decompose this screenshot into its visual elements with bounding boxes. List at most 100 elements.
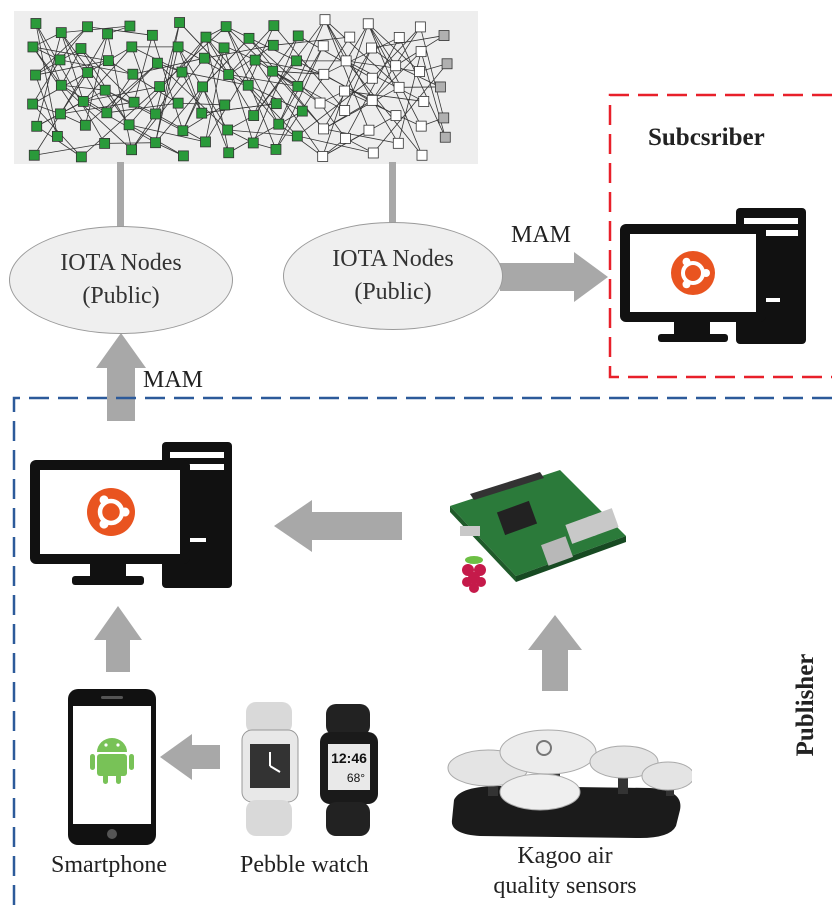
tangle-transaction bbox=[200, 31, 212, 43]
tangle-edge bbox=[371, 35, 445, 49]
tangle-edge bbox=[104, 142, 156, 144]
tangle-edge bbox=[278, 19, 326, 125]
tangle-edge bbox=[59, 59, 133, 75]
tangle-transaction bbox=[223, 69, 235, 80]
tangle-transaction bbox=[438, 30, 450, 41]
tangle-edge bbox=[106, 62, 158, 114]
tangle-transaction bbox=[79, 119, 91, 131]
tangle-edge bbox=[324, 19, 347, 62]
tangle-edge bbox=[60, 32, 130, 126]
tangle-edge bbox=[273, 25, 345, 111]
tangle-transaction bbox=[363, 124, 375, 136]
tangle-edge bbox=[108, 60, 179, 104]
tangle-transaction bbox=[27, 98, 39, 110]
kagoo-label-line2: quality sensors bbox=[493, 873, 637, 899]
tangle-edge bbox=[253, 71, 274, 116]
tangle-edge bbox=[419, 26, 445, 119]
tangle-transaction bbox=[52, 131, 63, 142]
tangle-transaction bbox=[126, 144, 138, 156]
tangle-transaction bbox=[54, 54, 66, 66]
tangle-edge bbox=[253, 19, 326, 116]
tangle-edge bbox=[202, 38, 250, 88]
tangle-edge bbox=[60, 32, 84, 102]
pebble-label: Pebble watch bbox=[240, 852, 369, 878]
tangle-edge bbox=[83, 101, 156, 144]
tangle-transaction bbox=[99, 138, 111, 149]
tangle-transaction bbox=[28, 149, 40, 161]
tangle-transaction bbox=[340, 133, 351, 144]
tangle-transaction bbox=[55, 27, 67, 39]
tangle-edge bbox=[297, 77, 373, 137]
tangle-edge bbox=[84, 33, 108, 126]
tangle-transaction bbox=[220, 21, 232, 33]
tangle-edge bbox=[61, 84, 106, 91]
tangle-edge bbox=[272, 35, 299, 72]
node2-connector bbox=[389, 162, 396, 224]
tangle-transaction bbox=[123, 119, 135, 131]
tangle-transaction bbox=[172, 41, 184, 53]
tangle-transaction bbox=[366, 42, 377, 54]
arrow-up-to-node bbox=[96, 333, 146, 421]
tangle-transaction bbox=[247, 137, 259, 149]
tangle-transaction bbox=[146, 29, 158, 41]
tangle-edge bbox=[273, 36, 350, 46]
tangle-transaction bbox=[415, 46, 427, 58]
tangle-edge bbox=[323, 37, 400, 75]
tangle-edge bbox=[248, 38, 324, 130]
mam-label-up: MAM bbox=[143, 367, 204, 393]
kagoo-sensors-icon bbox=[447, 729, 692, 838]
tangle-edge bbox=[248, 84, 303, 112]
subscriber-label: Subcsriber bbox=[648, 124, 765, 151]
tangle-transaction bbox=[249, 54, 261, 66]
iota-node-1: IOTA Nodes (Public) bbox=[9, 226, 233, 334]
tangle-transaction bbox=[292, 30, 304, 42]
tangle-edge bbox=[204, 44, 274, 59]
tangle-transaction bbox=[339, 105, 351, 116]
tangle-transaction bbox=[176, 66, 188, 78]
tangle-transaction bbox=[99, 84, 111, 96]
tangle-edge bbox=[179, 22, 229, 75]
tangle-transaction bbox=[222, 124, 234, 136]
tangle-edge bbox=[36, 32, 62, 127]
tangle-transaction bbox=[126, 41, 138, 53]
arrow-pi-to-computer bbox=[274, 500, 402, 552]
tangle-transaction bbox=[273, 118, 285, 130]
tangle-transaction bbox=[291, 55, 302, 67]
tangle-transaction bbox=[438, 112, 450, 124]
tangle-transaction bbox=[200, 136, 211, 148]
tangle-edge bbox=[131, 46, 156, 115]
tangle-transaction bbox=[441, 58, 453, 70]
raspberry-logo bbox=[462, 556, 486, 593]
tangle-transaction bbox=[199, 52, 210, 64]
tangle-transaction bbox=[362, 18, 374, 30]
tangle-edge bbox=[181, 71, 203, 114]
tangle-edge bbox=[247, 84, 298, 137]
tangle-transaction bbox=[418, 96, 430, 107]
arrow-sensors-to-pi bbox=[528, 615, 582, 691]
tangle-edge bbox=[35, 23, 105, 144]
tangle-transaction bbox=[390, 60, 402, 72]
tangle-edge bbox=[87, 26, 153, 36]
tangle-transaction bbox=[223, 147, 235, 159]
tangle-transaction bbox=[55, 79, 67, 91]
tangle-edge bbox=[34, 143, 105, 156]
tangle-edge bbox=[205, 36, 280, 125]
tangle-edge bbox=[35, 60, 109, 76]
tangle-edge bbox=[178, 102, 225, 106]
tangle-transaction bbox=[317, 40, 329, 52]
tangle-transaction bbox=[267, 65, 279, 77]
arrow-right-to-subscriber bbox=[500, 252, 608, 302]
tangle-edge bbox=[35, 26, 88, 76]
tangle-edge bbox=[159, 26, 227, 87]
tangle-transaction bbox=[197, 81, 208, 93]
tangle-edge bbox=[345, 37, 400, 139]
tangle-edge bbox=[344, 90, 422, 127]
tangle-transaction bbox=[435, 81, 446, 93]
tangle-edge bbox=[324, 19, 399, 144]
tangle-transaction bbox=[178, 150, 189, 162]
tangle-edge bbox=[132, 57, 205, 75]
tangle-transaction bbox=[243, 32, 255, 44]
tangle-edge bbox=[155, 86, 203, 143]
tangle-transaction bbox=[172, 97, 184, 109]
tangle-transaction bbox=[291, 130, 303, 142]
